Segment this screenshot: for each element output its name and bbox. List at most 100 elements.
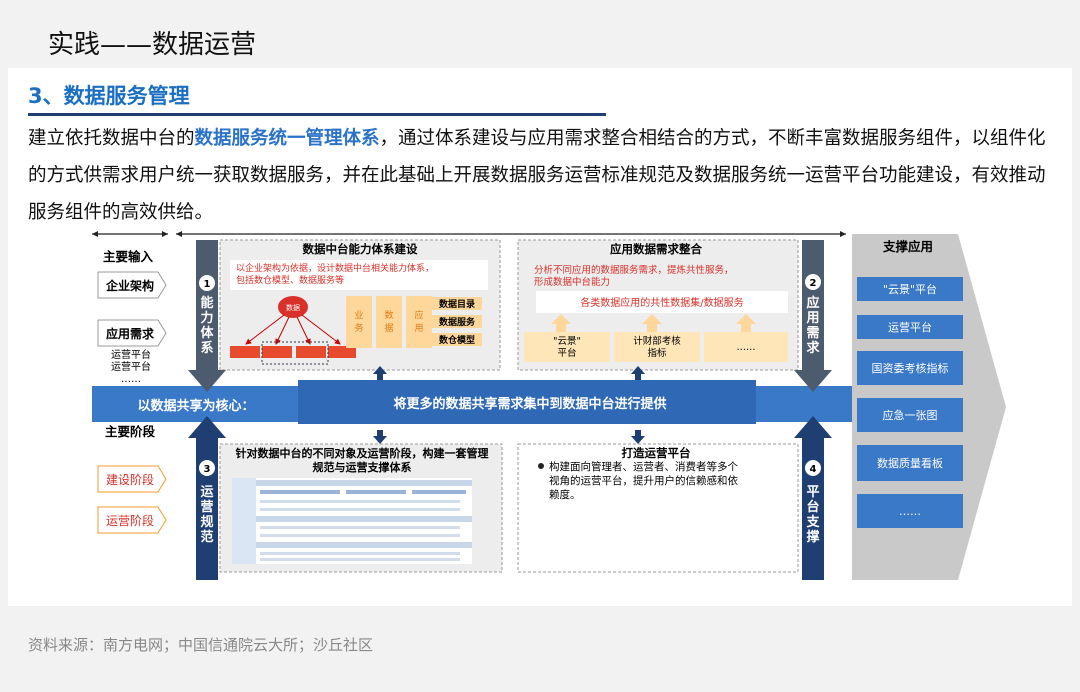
- input-arrow-1: [97, 271, 167, 299]
- support-item-3-label: 国资委考核指标: [872, 361, 949, 375]
- box1-col-data-c2: 据: [384, 322, 393, 334]
- section-underline: [28, 113, 606, 116]
- box2-item-1-line1: "云景": [553, 336, 581, 347]
- support-item-5: [857, 445, 963, 481]
- page-title: 实践——数据运营: [48, 30, 257, 60]
- box2-bar-label: 各类数据应用的共性数据集/数据服务: [580, 296, 743, 309]
- support-item-4: [857, 398, 963, 432]
- box1-desc-line2: 包括数仓模型、数据服务等: [236, 274, 344, 286]
- box3-title-line1: 针对数据中台的不同对象及运营阶段，构建一套管理: [236, 446, 489, 460]
- box1-node: [296, 346, 326, 358]
- pillar-1-c2: 力: [200, 310, 213, 326]
- box1-col-biz-c2: 务: [354, 322, 363, 334]
- box4-bullet-line1: 构建面向管理者、运营者、消费者等多个: [549, 460, 738, 473]
- pillar-1-c3: 体: [200, 325, 214, 341]
- box1-col-app-c2: 用: [414, 323, 423, 334]
- pillar-3-num: 3: [204, 464, 211, 475]
- box1-node: [230, 346, 260, 358]
- support-item-2-label: 运营平台: [888, 320, 932, 334]
- pillar-2-arrow: [794, 240, 832, 392]
- para-text-after: ，通过体系建设与应用需求整合相结合的方式，不断丰富数据服务组件，以组件化的方式供…: [28, 128, 1046, 223]
- core-share-banner: [298, 380, 756, 424]
- box4-title: 打造运营平台: [622, 446, 691, 460]
- box1-column-data: [376, 296, 402, 348]
- box2-item-3: [704, 332, 788, 362]
- box1-col-app-c1: 应: [414, 309, 423, 321]
- pillar-3-badge: [199, 460, 215, 476]
- box1-right-label-1: 数据目录: [439, 298, 475, 310]
- box1-desc-line1: 以企业架构为依据，设计数据中台相关能力体系，: [236, 262, 434, 274]
- box-ops-platform: [517, 443, 799, 573]
- input-sub-2: 运营平台: [111, 360, 151, 373]
- pillar-3-c4: 范: [200, 529, 213, 545]
- box3-title-line2: 规范与运营支撑体系: [313, 460, 412, 474]
- box1-center-label: 数据: [286, 303, 300, 312]
- pillar-1-num: 1: [204, 279, 211, 290]
- inputs-header: 主要输入: [103, 249, 154, 264]
- stages-header: 主要阶段: [105, 424, 156, 439]
- pillar-2-c2: 用: [805, 311, 819, 326]
- input-sub-3: ……: [121, 374, 141, 385]
- pillar-2-c3: 需: [806, 326, 819, 341]
- source-note: 资料来源：南方电网；中国信通院云大所；沙丘社区: [28, 636, 374, 654]
- input-label-1: 企业架构: [105, 278, 154, 293]
- section-title: 3、数据服务管理: [28, 84, 190, 108]
- box2-bar: [536, 291, 788, 313]
- box1-title: 数据中台能力体系建设: [303, 242, 418, 256]
- support-apps-header: 支撑应用: [882, 239, 933, 254]
- input-sub-1: 运营平台: [111, 348, 151, 361]
- pillar-4-c1: 平: [806, 485, 819, 500]
- support-item-1-label: "云景"平台: [883, 282, 937, 296]
- pillar-3-c3: 规: [200, 515, 213, 530]
- box1-node: [328, 346, 356, 358]
- support-item-4-label: 应急一张图: [883, 408, 938, 422]
- box1-right-label-2: 数据服务: [439, 316, 476, 328]
- pillar-2-c1: 应: [806, 295, 819, 311]
- para-highlight: 数据服务统一管理体系: [194, 128, 380, 149]
- pillar-2-c4: 求: [806, 340, 820, 356]
- box2-item-1: [524, 332, 610, 362]
- box2-title: 应用数据需求整合: [610, 242, 702, 256]
- pillar-1-badge: [199, 275, 215, 291]
- box4-bullet-line3: 赖度。: [549, 488, 581, 501]
- pillar-4-arrow: [794, 416, 832, 580]
- input-label-2: 应用需求: [106, 326, 155, 341]
- intro-paragraph: 建立依托数据中台的数据服务统一管理体系，通过体系建设与应用需求整合相结合的方式，…: [28, 120, 1058, 231]
- box1-col-data-c1: 数: [384, 309, 393, 321]
- box1-column-app: [406, 296, 432, 348]
- box2-desc-line1: 分析不同应用的数据服务需求，提炼共性服务，: [534, 264, 734, 276]
- support-item-3: [857, 351, 963, 385]
- box2-item-2: [614, 332, 700, 362]
- box2-item-2-line1: 计财部考核: [633, 335, 681, 347]
- box1-column-biz: [346, 296, 372, 348]
- support-item-6: [857, 494, 963, 528]
- pillar-1-c4: 系: [200, 340, 213, 356]
- arrow-center-label: 将更多的数据共享需求集中到数据中台进行提供: [393, 396, 666, 412]
- stage-label-1: 建设阶段: [106, 472, 154, 487]
- pillar-3-c1: 运: [200, 485, 213, 500]
- pillar-1-c1: 能: [200, 295, 213, 311]
- pillar-4-badge: [805, 460, 821, 476]
- box2-desc-line2: 形成数据中台能力: [534, 276, 610, 288]
- support-item-2: [857, 315, 963, 339]
- pillar-4-num: 4: [810, 464, 817, 475]
- pillar-1-arrow: [188, 240, 226, 392]
- stage-label-2: 运营阶段: [106, 513, 154, 528]
- box2-item-1-line2: 平台: [557, 347, 576, 359]
- box1-center-node: [278, 296, 308, 318]
- box4-bullet-line2: 视角的运营平台，提升用户的信赖感和依: [549, 474, 738, 487]
- box1-right-label-3: 数仓模型: [439, 334, 475, 346]
- box1-col-biz-c1: 业: [354, 310, 363, 321]
- support-item-5-label: 数据质量看板: [877, 456, 943, 470]
- pillar-2-num: 2: [810, 278, 817, 289]
- box1-node: [262, 346, 292, 358]
- pillar-3-c2: 营: [200, 499, 213, 515]
- box1-desc-bg: [230, 260, 488, 290]
- input-arrow-2: [97, 319, 167, 347]
- stage-arrow-1: [97, 465, 167, 493]
- pillar-2-badge: [805, 274, 821, 290]
- box4-bullet-dot: [538, 463, 544, 469]
- arrow-left-label: 以数据共享为核心：: [137, 398, 254, 414]
- pillar-3-arrow: [188, 416, 226, 580]
